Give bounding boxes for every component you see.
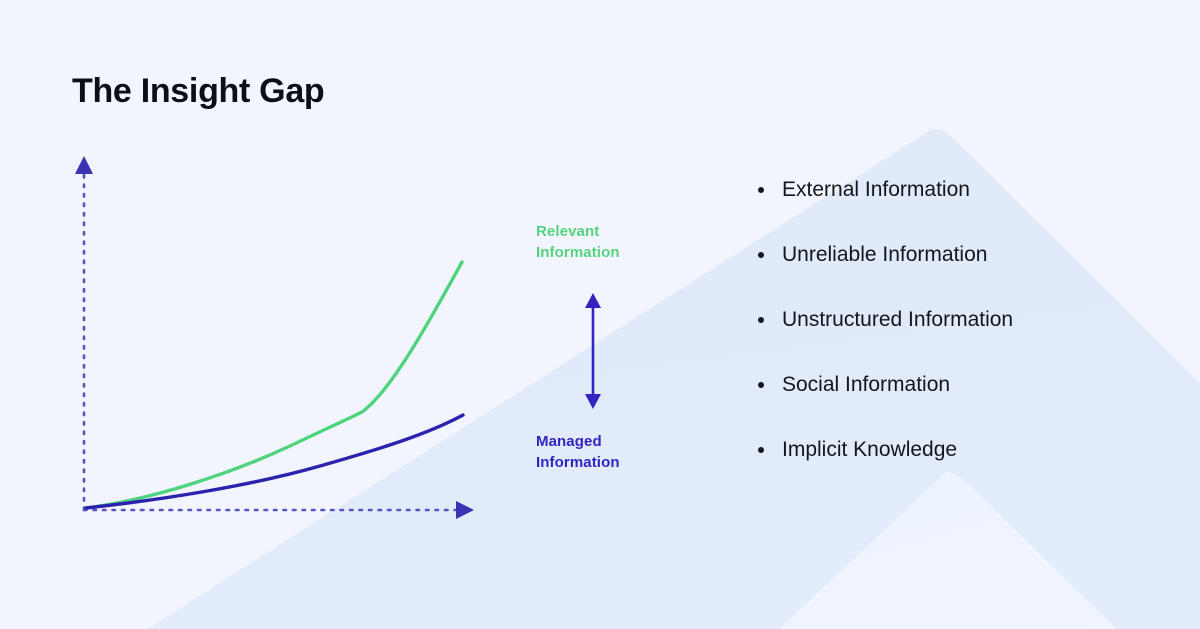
relevant-information-curve xyxy=(84,260,464,510)
page-title: The Insight Gap xyxy=(72,72,325,110)
managed-information-label: Managed Information xyxy=(536,432,620,473)
bullet-dot-icon xyxy=(758,252,764,258)
list-item: Social Information xyxy=(752,373,1013,397)
gap-annotation-group: Relevant Information Managed Information xyxy=(536,222,686,502)
list-item-label: Unreliable Information xyxy=(782,243,988,266)
information-types-list: External Information Unreliable Informat… xyxy=(752,178,1013,462)
list-item-label: External Information xyxy=(782,178,970,201)
list-item-label: Social Information xyxy=(782,373,951,396)
list-item: Unstructured Information xyxy=(752,308,1013,332)
managed-information-label-line2: Information xyxy=(536,453,620,471)
bullet-dot-icon xyxy=(758,187,764,193)
bullet-dot-icon xyxy=(758,317,764,323)
list-item: Implicit Knowledge xyxy=(752,438,1013,462)
inner-chevron-shape xyxy=(779,472,1117,629)
relevant-information-label-line2: Information xyxy=(536,243,620,261)
list-item-label: Implicit Knowledge xyxy=(782,438,958,461)
gap-double-arrow-icon xyxy=(585,293,601,409)
managed-information-label-line1: Managed xyxy=(536,433,602,450)
bullet-dot-icon xyxy=(758,447,764,453)
x-axis-arrowhead xyxy=(456,501,474,519)
list-item-label: Unstructured Information xyxy=(782,308,1014,331)
list-item: Unreliable Information xyxy=(752,243,1013,267)
relevant-information-label-line1: Relevant xyxy=(536,223,600,240)
list-item: External Information xyxy=(752,178,1013,202)
y-axis-arrowhead xyxy=(75,156,93,174)
managed-information-curve xyxy=(84,413,465,510)
bullet-dot-icon xyxy=(758,382,764,388)
relevant-information-label: Relevant Information xyxy=(536,222,620,263)
